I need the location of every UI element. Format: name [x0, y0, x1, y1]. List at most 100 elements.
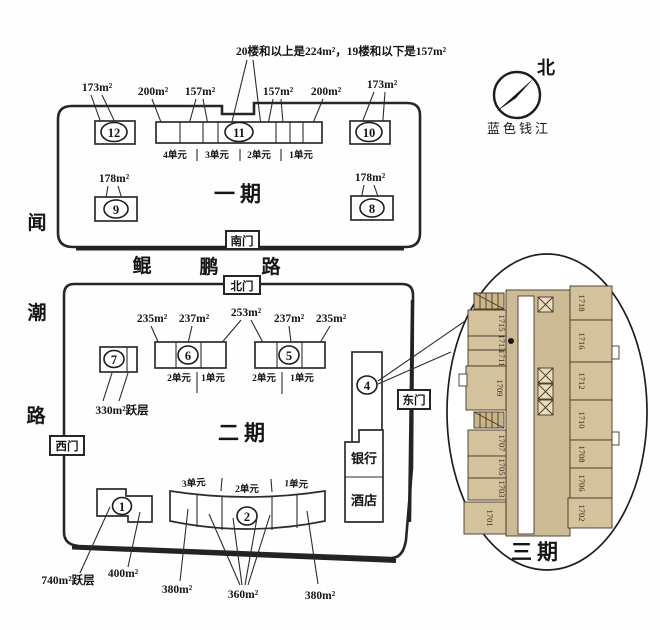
room-number: 1701 [485, 510, 495, 527]
phase1-boundary [56, 101, 422, 249]
area-label-b2-right: 380m² [305, 590, 336, 602]
phase2-title: 二期 [218, 421, 270, 445]
area-label-b1-400: 400m² [108, 568, 139, 580]
room [569, 319, 613, 363]
area-label-b12: 173m² [82, 82, 113, 94]
unit-label: 2单元 [167, 372, 191, 384]
road-char: 潮 [27, 302, 46, 324]
room [463, 501, 507, 535]
room-number: 1703 [497, 481, 507, 498]
north-arrow-icon [496, 78, 534, 112]
room-number: 1706 [577, 475, 587, 492]
building-12-number: 12 [108, 126, 121, 140]
stairs-icon [473, 411, 505, 429]
building-7-number: 7 [111, 353, 117, 367]
unit-label: 1单元 [284, 477, 309, 491]
room-number: 1705 [497, 459, 507, 476]
area-label-200-left: 200m² [138, 86, 169, 98]
road-wenchao: 闻 潮 路 [26, 211, 46, 427]
b5-unit-row: 2单元 1单元 [252, 372, 314, 394]
unit-label: 1单元 [289, 149, 313, 161]
elevator-icon [537, 296, 554, 313]
b6-unit-row: 2单元 1单元 [167, 372, 225, 393]
building-5: 5 [254, 341, 326, 369]
room-number: 1708 [577, 446, 587, 463]
room [467, 429, 507, 457]
room [465, 365, 507, 411]
hotel-label: 酒店 [351, 493, 377, 508]
plan-dot [508, 338, 514, 344]
gate-west-label: 西门 [56, 439, 79, 453]
area-label-b2-left: 380m² [162, 584, 193, 596]
balcony-bump [458, 373, 468, 387]
building-9-number: 9 [113, 203, 119, 217]
building-9: 9 [94, 196, 138, 222]
area-label-235-left: 235m² [137, 313, 168, 325]
phase1-title: 一期 [214, 182, 266, 206]
stairs-icon [473, 292, 505, 310]
room-number: 1711 [497, 350, 507, 367]
gate-south-label: 南门 [231, 234, 254, 248]
elevator-icon [537, 399, 554, 416]
b1-pointer-lines [79, 506, 141, 574]
building-11: 11 [155, 121, 323, 144]
phase3-title: 三期 [511, 540, 563, 564]
building-2: 2 [169, 490, 326, 530]
building-6: 6 [154, 341, 227, 369]
building-12: 12 [94, 120, 136, 145]
b7-pointer-lines [102, 372, 129, 402]
room [467, 477, 507, 501]
area-label-157-left: 157m² [185, 86, 216, 98]
unit-label: 4单元 [163, 149, 187, 161]
phase2-south-edge [71, 545, 397, 563]
gate-west-box [49, 435, 85, 456]
room [569, 467, 613, 499]
phase2-east-edge [407, 299, 415, 523]
unit-label: 2单元 [235, 483, 259, 495]
area-label-237-left: 237m² [179, 313, 210, 325]
compass: 北 蓝色钱江 [487, 58, 555, 136]
building-5-number: 5 [286, 349, 292, 363]
building-7: 7 [99, 346, 138, 373]
area-label-237-right: 237m² [274, 313, 305, 325]
room [569, 399, 613, 441]
b2-unit-row: 3单元 2单元 1单元 [182, 476, 309, 495]
b2-pointer-lines [179, 508, 319, 586]
gate-south-box [225, 230, 260, 250]
building-4-number: 4 [364, 379, 371, 393]
room [567, 497, 613, 529]
room-number: 1718 [577, 295, 587, 312]
road-char: 闻 [27, 211, 46, 234]
floor-area-note: 20楼和以上是224m²，19楼和以下是157m² [236, 44, 447, 58]
room-number: 1716 [577, 333, 587, 350]
road-kunpeng: 鲲 鹏 路 [132, 254, 281, 278]
gate-east-box [397, 389, 431, 410]
building-1: 1 [96, 488, 153, 523]
room-number: 1702 [577, 505, 587, 522]
building-11-number: 11 [233, 126, 245, 140]
gate-north-box [223, 275, 261, 295]
area-label-b9: 178m² [99, 173, 130, 185]
unit-label: 3单元 [205, 149, 229, 161]
project-name: 蓝色钱江 [487, 121, 551, 136]
road-char: 鲲 [132, 254, 151, 277]
area-label-b2-mid: 360m² [228, 589, 259, 601]
area-label-b10: 173m² [367, 79, 398, 91]
area-label-200-right: 200m² [311, 86, 342, 98]
area-label-b7: 330m²跃层 [95, 403, 149, 417]
building-1-number: 1 [119, 500, 125, 514]
area-label-235-right: 235m² [316, 313, 347, 325]
room-number: 1707 [497, 435, 507, 452]
unit-label: 2单元 [252, 372, 276, 384]
room-number: 1715 [497, 315, 507, 332]
building-8: 8 [350, 195, 394, 221]
elevator-icon [537, 367, 554, 384]
room-number: 1712 [577, 373, 587, 390]
road-char: 路 [261, 255, 281, 278]
road-char: 鹏 [199, 255, 218, 278]
elevator-icon [537, 383, 554, 400]
floorplan-corridor [517, 295, 535, 535]
area-label-253: 253m² [231, 307, 262, 319]
room [569, 361, 613, 401]
